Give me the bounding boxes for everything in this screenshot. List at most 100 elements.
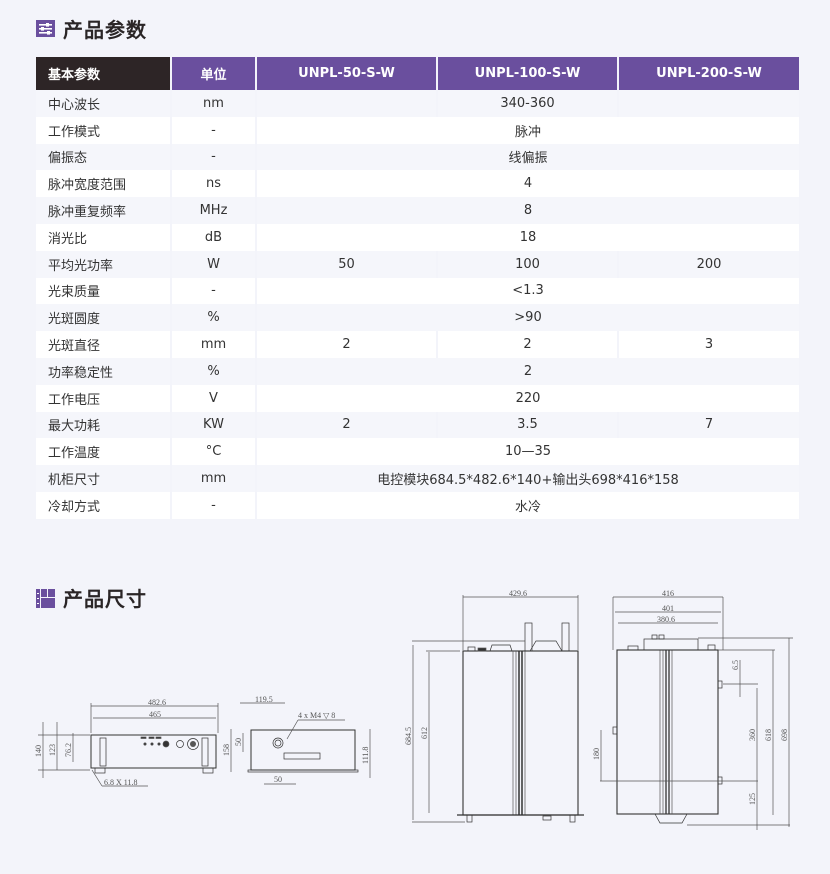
dimension-icon (36, 589, 55, 608)
dim-label: 6.8 X 11.8 (104, 778, 137, 787)
table-row: 冷却方式 - 水冷 (36, 491, 799, 519)
unit-cell: ns (172, 170, 255, 198)
table-row: 光束质量 - <1.3 (36, 277, 799, 305)
value-cell: 7 (619, 411, 799, 439)
value-cell: >90 (257, 304, 799, 332)
header-param: 基本参数 (36, 57, 170, 90)
value-cell: 200 (619, 250, 799, 278)
dim-label: 6.5 (731, 660, 740, 670)
dim-label: 111.8 (361, 747, 370, 764)
param-cell: 光斑直径 (36, 331, 170, 358)
dim-label: 380.6 (657, 615, 675, 624)
control-module-side-view (230, 702, 371, 785)
dim-label: 465 (149, 710, 161, 719)
dim-label: 612 (420, 727, 429, 739)
param-cell: 光束质量 (36, 277, 170, 305)
section-title-dimensions: 产品尺寸 (36, 583, 147, 612)
output-head-front-view (412, 595, 584, 823)
header-unit: 单位 (172, 57, 255, 90)
table-row: 中心波长 nm 340-360 (36, 90, 799, 117)
value-cell: 10—35 (257, 438, 799, 466)
unit-cell: - (172, 143, 255, 171)
header-model-100: UNPL-100-S-W (438, 57, 617, 90)
dim-label: 123 (48, 744, 57, 756)
param-cell: 偏振态 (36, 143, 170, 171)
header-model-200: UNPL-200-S-W (619, 57, 799, 90)
sliders-icon (36, 20, 55, 37)
dim-label: 618 (764, 729, 773, 741)
table-row: 偏振态 - 线偏振 (36, 143, 799, 171)
value-cell: <1.3 (257, 277, 799, 305)
dim-label: 158 (222, 744, 231, 756)
spec-table: 基本参数 单位 UNPL-50-S-W UNPL-100-S-W UNPL-20… (34, 57, 801, 519)
param-cell: 冷却方式 (36, 491, 170, 519)
value-cell: 水冷 (257, 491, 799, 519)
table-row: 功率稳定性 % 2 (36, 357, 799, 385)
param-cell: 工作电压 (36, 384, 170, 412)
dim-label: 140 (34, 745, 43, 757)
param-cell: 机柜尺寸 (36, 465, 170, 492)
unit-cell: KW (172, 411, 255, 439)
unit-cell: dB (172, 223, 255, 251)
dim-label: 50 (274, 775, 282, 784)
dim-label: 119.5 (255, 695, 273, 704)
table-row: 平均光功率 W 50 100 200 (36, 250, 799, 278)
table-header-row: 基本参数 单位 UNPL-50-S-W UNPL-100-S-W UNPL-20… (36, 57, 799, 90)
value-cell: 100 (438, 250, 617, 278)
dim-label: 4 x M4 ▽ 8 (298, 711, 335, 720)
table-row: 光斑圆度 % >90 (36, 304, 799, 332)
page-title: 产品参数 (63, 18, 147, 42)
value-cell: 220 (257, 384, 799, 412)
value-cell: 50 (257, 250, 436, 278)
unit-cell: nm (172, 90, 255, 117)
dim-label: 482.6 (148, 698, 166, 707)
value-cell: 2 (438, 331, 617, 358)
dim-label: 401 (662, 604, 674, 613)
dim-label: 76.2 (64, 743, 73, 757)
table-row: 机柜尺寸 mm 电控模块684.5*482.6*140+输出头698*416*1… (36, 465, 799, 492)
unit-cell: - (172, 116, 255, 144)
section-title-label: 产品尺寸 (63, 587, 147, 611)
value-cell (619, 90, 799, 117)
unit-cell: - (172, 491, 255, 519)
unit-cell: MHz (172, 197, 255, 224)
param-cell: 工作温度 (36, 438, 170, 466)
value-cell: 3 (619, 331, 799, 358)
param-cell: 脉冲宽度范围 (36, 170, 170, 198)
dim-label: 698 (780, 729, 789, 741)
value-cell: 340-360 (438, 90, 617, 117)
param-cell: 工作模式 (36, 116, 170, 144)
param-cell: 光斑圆度 (36, 304, 170, 332)
unit-cell: % (172, 304, 255, 332)
table-row: 消光比 dB 18 (36, 223, 799, 251)
table-row: 工作温度 °C 10—35 (36, 438, 799, 466)
unit-cell: V (172, 384, 255, 412)
section-title-params: 产品参数 (36, 14, 147, 43)
unit-cell: mm (172, 465, 255, 492)
value-cell (257, 90, 436, 117)
table-row: 工作模式 - 脉冲 (36, 116, 799, 144)
param-cell: 最大功耗 (36, 411, 170, 439)
value-cell: 2 (257, 331, 436, 358)
dim-label: 360 (748, 729, 757, 741)
unit-cell: - (172, 277, 255, 305)
table-row: 光斑直径 mm 2 2 3 (36, 331, 799, 358)
value-cell: 3.5 (438, 411, 617, 439)
dim-label: 180 (592, 748, 601, 760)
table-row: 脉冲宽度范围 ns 4 (36, 170, 799, 198)
dim-label: 684.5 (404, 727, 413, 745)
param-cell: 消光比 (36, 223, 170, 251)
control-module-front-view (38, 703, 219, 787)
dim-label: 416 (662, 589, 674, 598)
param-cell: 脉冲重复频率 (36, 197, 170, 224)
header-model-50: UNPL-50-S-W (257, 57, 436, 90)
value-cell: 18 (257, 223, 799, 251)
dim-label: 125 (748, 793, 757, 805)
table-row: 工作电压 V 220 (36, 384, 799, 412)
unit-cell: °C (172, 438, 255, 466)
unit-cell: mm (172, 331, 255, 358)
value-cell: 8 (257, 197, 799, 224)
param-cell: 功率稳定性 (36, 357, 170, 385)
value-cell: 4 (257, 170, 799, 198)
value-cell: 脉冲 (257, 116, 799, 144)
